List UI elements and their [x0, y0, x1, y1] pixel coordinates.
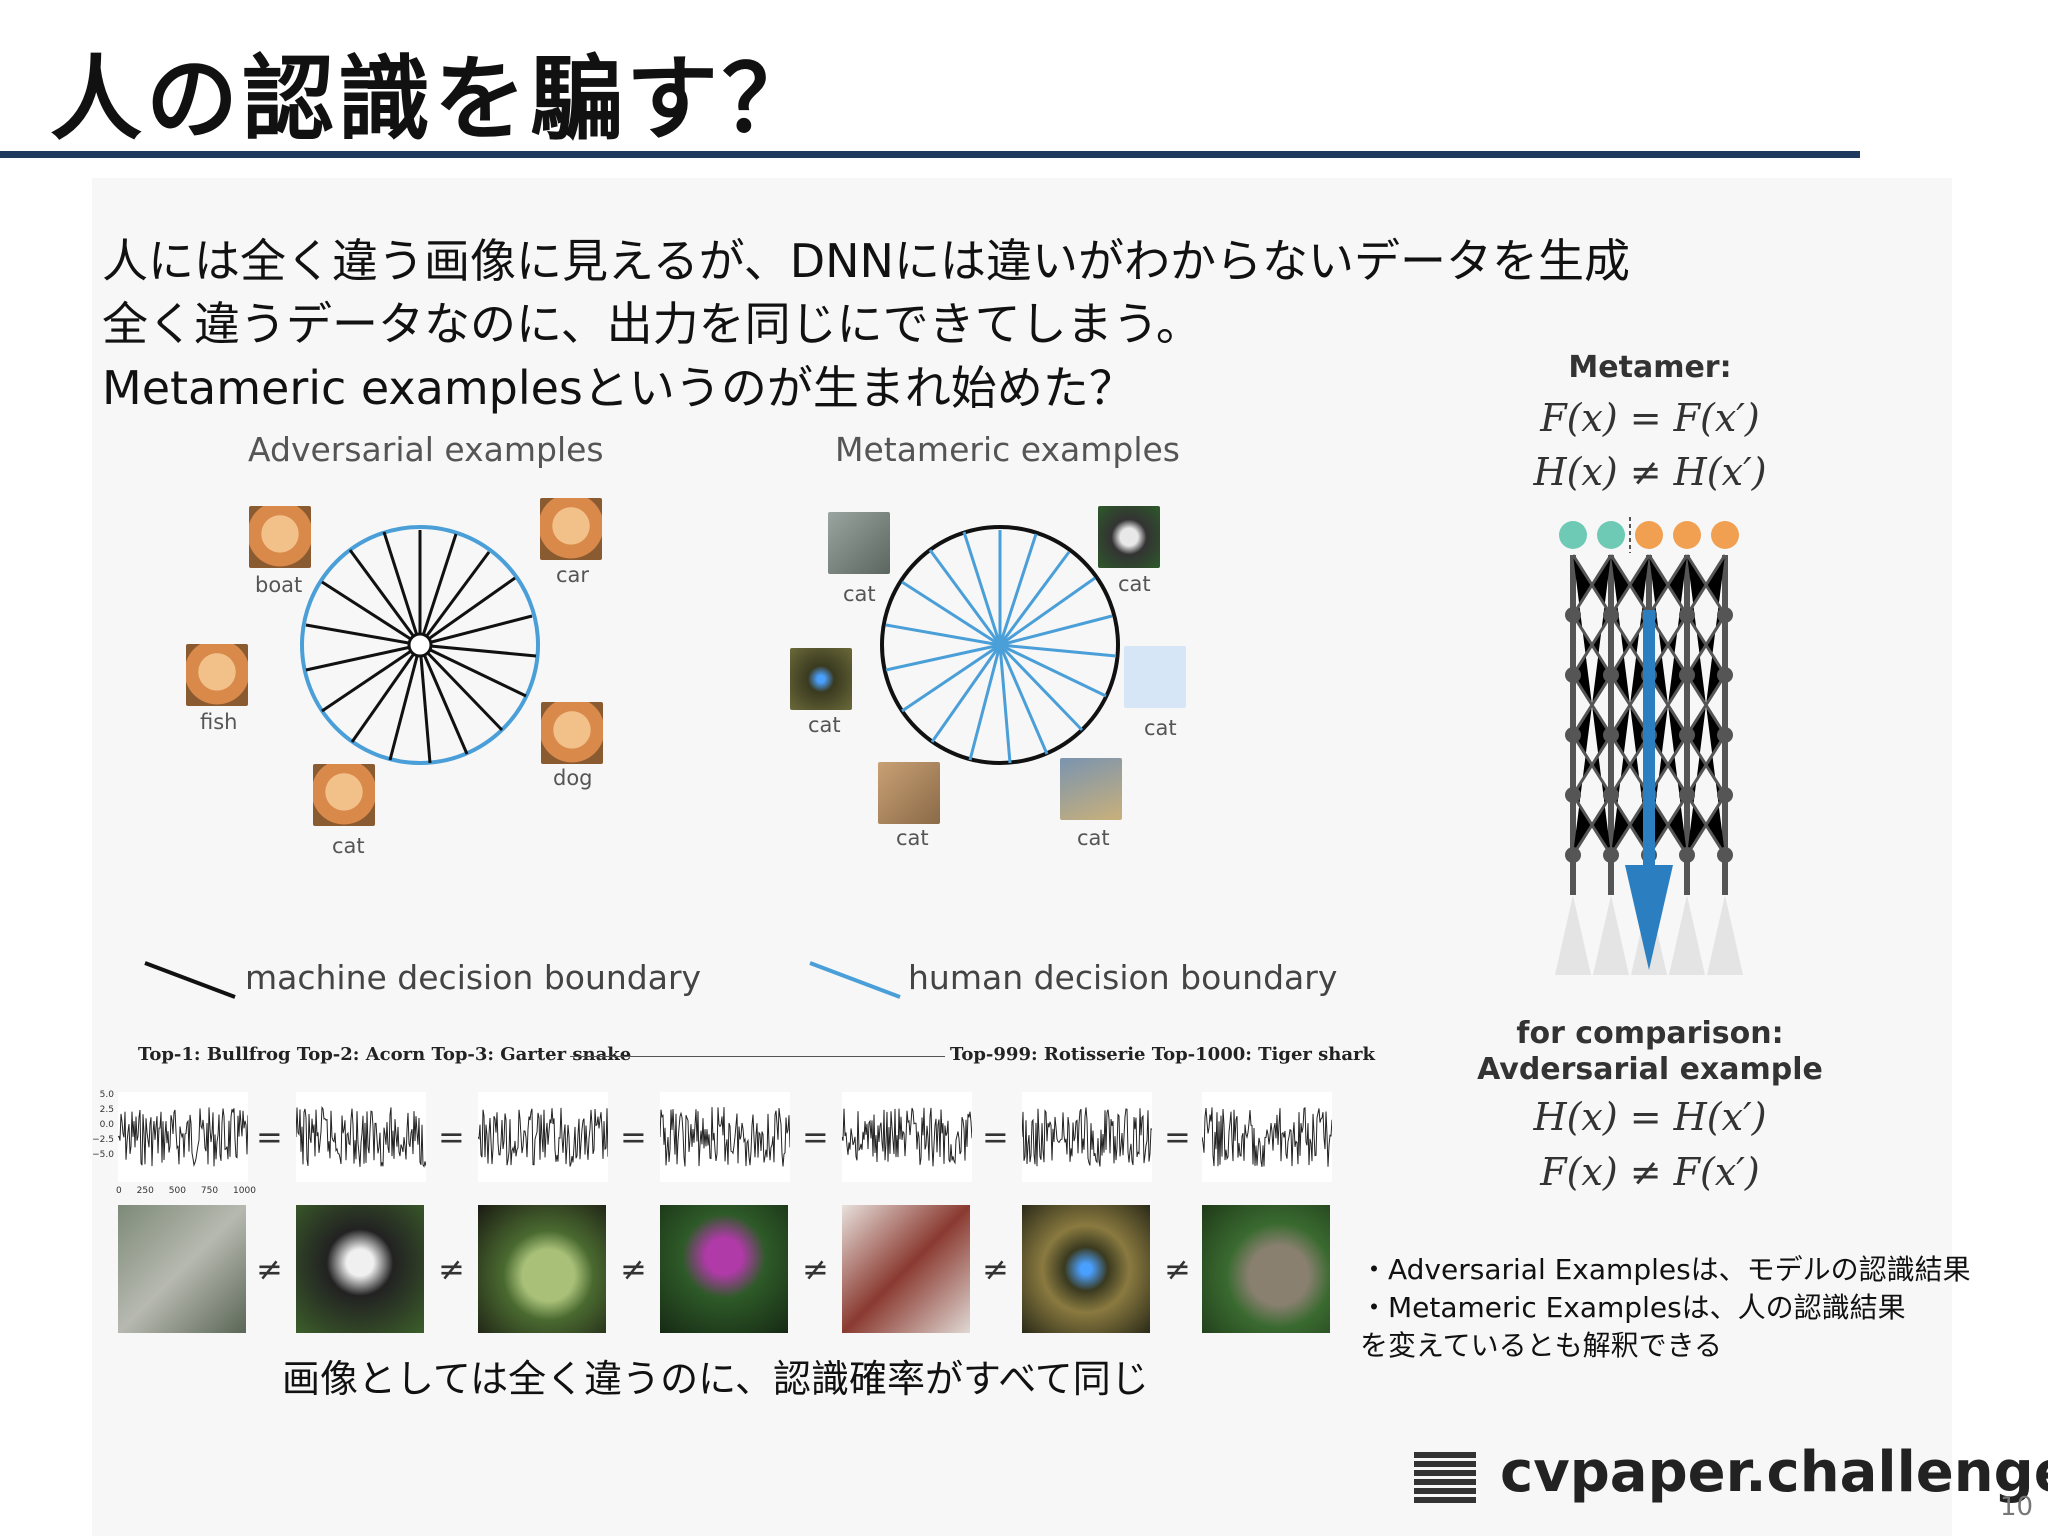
comparison-eq1: H(x) = H(x′): [1533, 1095, 1767, 1139]
equal-sign: =: [1164, 1118, 1191, 1156]
probability-plot: [1202, 1092, 1332, 1182]
equal-sign: =: [256, 1118, 283, 1156]
label-cat: cat: [1118, 572, 1151, 596]
y-tick: −2.5: [92, 1135, 114, 1145]
comparison-heading-1: for comparison:: [1516, 1016, 1784, 1051]
x-tick: 500: [168, 1186, 186, 1196]
machine-boundary-label: machine decision boundary: [245, 958, 702, 997]
metamer-thumbnail: [828, 512, 890, 574]
y-tick-labels: 5.0 2.5 0.0 −2.5 −5.0: [92, 1088, 114, 1163]
label-cat: cat: [843, 582, 876, 606]
metameric-wheel: [880, 525, 1120, 765]
equal-sign: =: [620, 1118, 647, 1156]
label-cat: cat: [896, 826, 929, 850]
caption-connector: [570, 1056, 945, 1057]
not-equal-sign: ≠: [982, 1250, 1009, 1288]
x-tick: 0: [116, 1186, 122, 1196]
x-tick: 750: [200, 1186, 219, 1196]
cat-thumbnail: [313, 764, 375, 826]
adversarial-title: Adversarial examples: [248, 430, 604, 469]
bottom-caption: 画像としては全く違うのに、認識確率がすべて同じ: [282, 1357, 1149, 1401]
probability-plot: [1022, 1092, 1152, 1182]
human-boundary-label: human decision boundary: [908, 958, 1338, 997]
body-line-2: 全く違うデータなのに、出力を同じにできてしまう。: [102, 297, 1202, 351]
probability-plot: [478, 1092, 608, 1182]
slide-title: 人の認識を騙す？: [50, 46, 819, 153]
monkey-photo: [296, 1205, 424, 1333]
label-cat: cat: [1077, 826, 1110, 850]
not-equal-sign: ≠: [620, 1250, 647, 1288]
label-boat: boat: [255, 573, 303, 597]
metamer-thumbnail: [790, 648, 852, 710]
top-caption-left: Top-1: Bullfrog Top-2: Acorn Top-3: Gart…: [138, 1044, 632, 1065]
comparison-heading-2: Avdersarial example: [1477, 1052, 1823, 1087]
human-boundary-swatch: [809, 961, 901, 999]
network-diagram: [1555, 517, 1743, 975]
comparison-eq2: F(x) ≠ F(x′): [1540, 1150, 1760, 1194]
metamer-thumbnail: [1124, 646, 1186, 708]
equal-sign: =: [802, 1118, 829, 1156]
machine-boundary-swatch: [144, 961, 236, 999]
not-equal-sign: ≠: [1164, 1250, 1191, 1288]
cvpaper-logo-text: cvpaper.challenge: [1500, 1440, 2048, 1505]
probability-plot: [296, 1092, 426, 1182]
dial-photo: [1022, 1205, 1150, 1333]
metameric-title: Metameric examples: [835, 430, 1180, 469]
machine-part-photo: [842, 1205, 970, 1333]
x-tick: 1000: [233, 1186, 256, 1196]
metamer-thumbnail: [878, 762, 940, 824]
y-tick: 2.5: [99, 1105, 114, 1115]
label-fish: fish: [200, 710, 238, 734]
side-note-1: ・Adversarial Examplesは、モデルの認識結果: [1360, 1253, 1971, 1286]
adversarial-wheel: [300, 525, 540, 765]
probability-plot: [118, 1092, 248, 1182]
cat-thumbnail: [186, 644, 248, 706]
body-line-3: Metameric examplesというのが生まれ始めた？: [102, 361, 1135, 415]
side-note-2: ・Metameric Examplesは、人の認識結果: [1360, 1291, 1906, 1324]
not-equal-sign: ≠: [256, 1250, 283, 1288]
y-tick: 5.0: [99, 1090, 114, 1100]
label-cat: cat: [332, 834, 365, 858]
elephant-photo: [1202, 1205, 1330, 1333]
probability-plot: [660, 1092, 790, 1182]
probability-plot: [842, 1092, 972, 1182]
metamer-thumbnail: [1060, 758, 1122, 820]
body-line-1: 人には全く違う画像に見えるが、DNNには違いがわからないデータを生成: [102, 234, 1630, 288]
cat-thumbnail: [540, 498, 602, 560]
metamer-thumbnail: [1098, 506, 1160, 568]
cat-thumbnail: [249, 506, 311, 568]
label-cat: cat: [808, 713, 841, 737]
metamer-heading: Metamer:: [1568, 350, 1732, 385]
y-tick: 0.0: [99, 1120, 114, 1130]
title-rule: [0, 151, 1860, 158]
artichoke-photo: [478, 1205, 606, 1333]
frog-photo: [118, 1205, 246, 1333]
equal-sign: =: [982, 1118, 1009, 1156]
label-cat: cat: [1144, 716, 1177, 740]
page-number: 10: [2000, 1492, 2034, 1522]
thistle-photo: [660, 1205, 788, 1333]
x-tick: 250: [136, 1186, 154, 1196]
metamer-eq2: H(x) ≠ H(x′): [1533, 450, 1767, 494]
cat-thumbnail: [541, 702, 603, 764]
cvpaper-logo-icon: [1414, 1452, 1476, 1503]
label-dog: dog: [553, 766, 593, 790]
metamer-eq1: F(x) = F(x′): [1540, 396, 1760, 440]
x-tick-labels: 0 250 500 750 1000: [116, 1186, 256, 1196]
side-note-3: を変えているとも解釈できる: [1360, 1329, 1723, 1362]
label-car: car: [556, 563, 590, 587]
not-equal-sign: ≠: [438, 1250, 465, 1288]
equal-sign: =: [438, 1118, 465, 1156]
not-equal-sign: ≠: [802, 1250, 829, 1288]
y-tick: −5.0: [92, 1150, 114, 1160]
top-caption-right: Top-999: Rotisserie Top-1000: Tiger shar…: [950, 1044, 1376, 1065]
